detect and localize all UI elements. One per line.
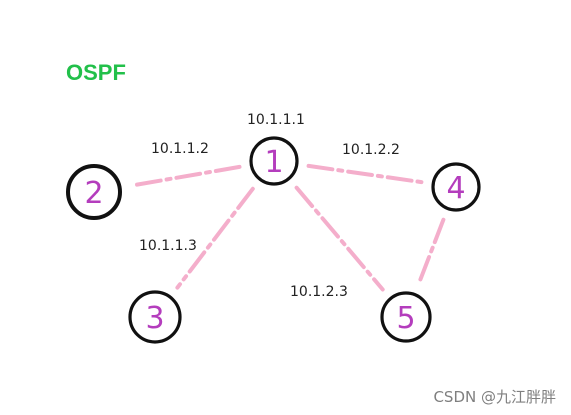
node-3-label: 3 (145, 301, 164, 336)
ip-label-node-4: 10.1.2.2 (342, 142, 400, 158)
node-3: 3 (128, 290, 182, 344)
ip-label-node-3: 10.1.1.3 (139, 238, 197, 254)
ip-label-node-5: 10.1.2.3 (290, 284, 348, 300)
node-1: 1 (249, 136, 299, 186)
ip-labels-layer: 10.1.1.1 10.1.1.2 10.1.2.2 10.1.1.3 10.1.2.3 (139, 112, 400, 300)
links-layer (129, 163, 446, 292)
link-1-5 (294, 185, 385, 292)
node-4: 4 (431, 162, 481, 212)
node-5-circle (380, 291, 432, 343)
link-1-4 (306, 163, 424, 185)
link-1-2 (129, 164, 242, 188)
link-1-3 (175, 186, 255, 290)
link-4-5 (416, 217, 446, 286)
ip-label-node-1: 10.1.1.1 (247, 112, 305, 128)
node-4-label: 4 (446, 171, 465, 206)
watermark: CSDN @九江胖胖 (433, 388, 556, 406)
ip-label-node-2: 10.1.1.2 (151, 141, 209, 157)
node-1-circle (249, 136, 299, 186)
node-2-circle (66, 164, 122, 220)
node-5: 5 (380, 291, 432, 343)
node-2-label: 2 (84, 176, 103, 211)
diagram-title: OSPF (66, 60, 126, 85)
node-1-label: 1 (264, 145, 283, 180)
node-2: 2 (66, 164, 122, 220)
node-5-label: 5 (396, 301, 415, 336)
nodes-layer: 1 2 3 4 5 (66, 136, 481, 344)
node-3-circle (128, 290, 182, 344)
node-4-circle (431, 162, 481, 212)
